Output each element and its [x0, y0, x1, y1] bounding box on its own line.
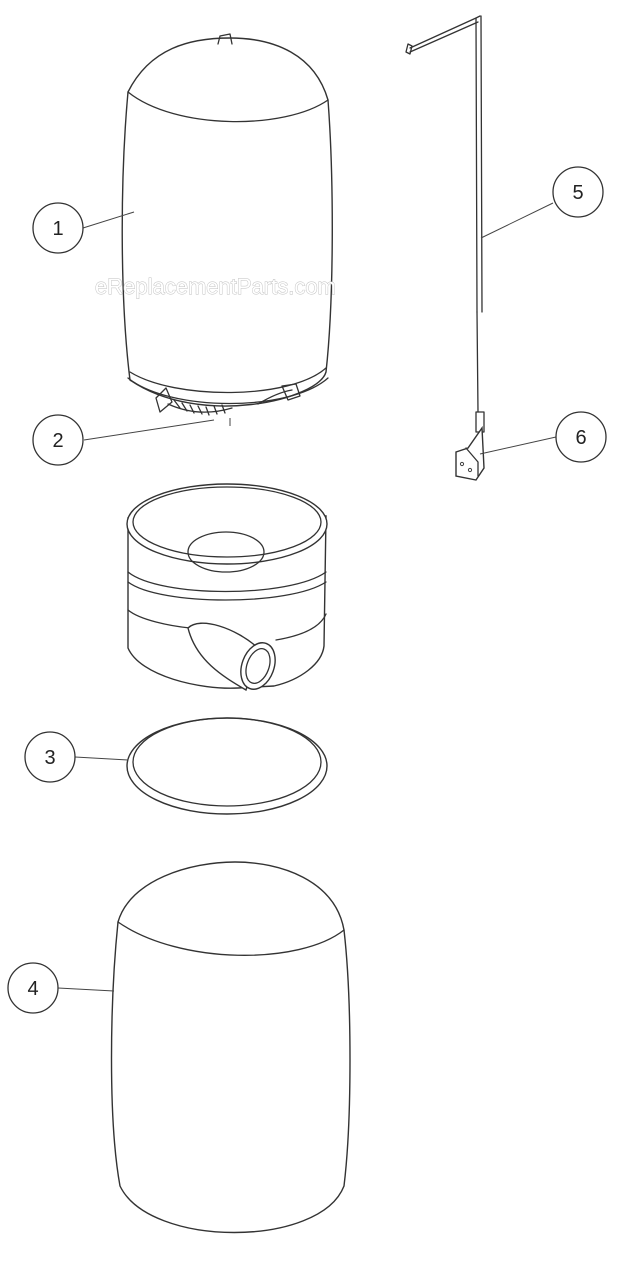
part-3-ring-clamp[interactable] — [126, 717, 328, 815]
callout-3-label: 3 — [44, 747, 55, 769]
callout-4: 4 — [7, 962, 59, 1014]
part-4-lower-collection-bag[interactable] — [110, 861, 351, 1234]
callout-2-label: 2 — [52, 430, 63, 452]
callout-5-label: 5 — [572, 182, 583, 204]
part-1-upper-filter-bag[interactable] — [121, 33, 333, 426]
callout-2: 2 — [32, 414, 84, 466]
watermark-text: eReplacementParts.com — [95, 274, 336, 299]
collector-drum[interactable] — [126, 483, 328, 694]
callout-1: 1 — [32, 202, 84, 254]
callout-6: 6 — [555, 411, 607, 463]
callout-5: 5 — [552, 166, 604, 218]
callout-4-label: 4 — [27, 978, 38, 1000]
callout-6-label: 6 — [575, 427, 586, 449]
callout-3: 3 — [24, 731, 76, 783]
callout-1-label: 1 — [52, 218, 63, 240]
part-5-hanger-rod[interactable] — [405, 15, 485, 433]
leader-lines — [57, 202, 557, 992]
part-6-bracket[interactable] — [455, 425, 485, 481]
